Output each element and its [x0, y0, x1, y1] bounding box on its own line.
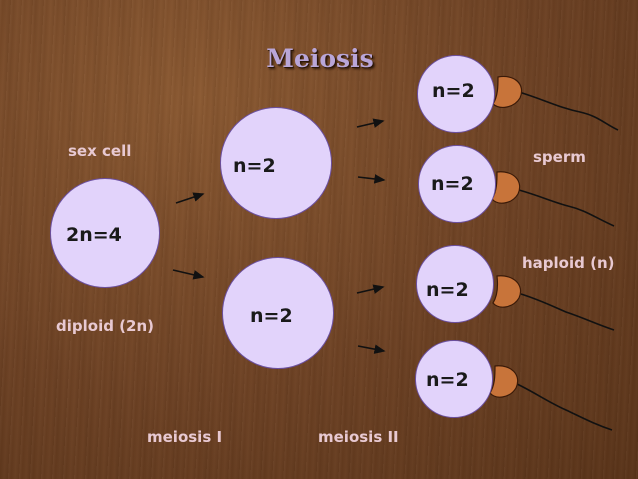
sperm-3-icon: [492, 275, 615, 331]
daughter-cell-top-label: n=2: [233, 155, 276, 177]
sperm-cell-3: [416, 245, 494, 323]
parent-cell-label: 2n=4: [66, 224, 122, 246]
arrow-to-sperm-1: [356, 118, 385, 128]
sperm-cell-4-label: n=2: [426, 369, 469, 391]
diploid-label: diploid (2n): [56, 317, 154, 335]
arrow-to-daughter-top: [175, 192, 205, 204]
meiosis-1-label: meiosis I: [147, 428, 223, 446]
daughter-cell-bottom: [222, 257, 334, 369]
sperm-cell-3-label: n=2: [426, 279, 469, 301]
daughter-cell-top: [220, 107, 332, 219]
sperm-4-icon: [489, 365, 613, 431]
arrow-to-sperm-2: [357, 174, 386, 184]
arrow-to-sperm-4: [357, 344, 386, 354]
sperm-1-icon: [492, 75, 619, 131]
sperm-2-icon: [491, 171, 615, 227]
sperm-cell-4: [415, 340, 493, 418]
daughter-cell-bottom-label: n=2: [250, 305, 293, 327]
meiosis-2-label: meiosis II: [318, 428, 399, 446]
arrow-to-daughter-bottom: [172, 269, 205, 280]
haploid-label: haploid (n): [522, 254, 615, 272]
arrow-to-sperm-3: [356, 284, 385, 294]
sperm-cell-2-label: n=2: [431, 173, 474, 195]
diagram-title: Meiosis: [266, 44, 374, 73]
sperm-label: sperm: [533, 148, 586, 166]
parent-cell: [50, 178, 160, 288]
sex-cell-label: sex cell: [68, 142, 132, 160]
sperm-cell-2: [418, 145, 496, 223]
sperm-cell-1: [417, 55, 495, 133]
sperm-cell-1-label: n=2: [432, 80, 475, 102]
